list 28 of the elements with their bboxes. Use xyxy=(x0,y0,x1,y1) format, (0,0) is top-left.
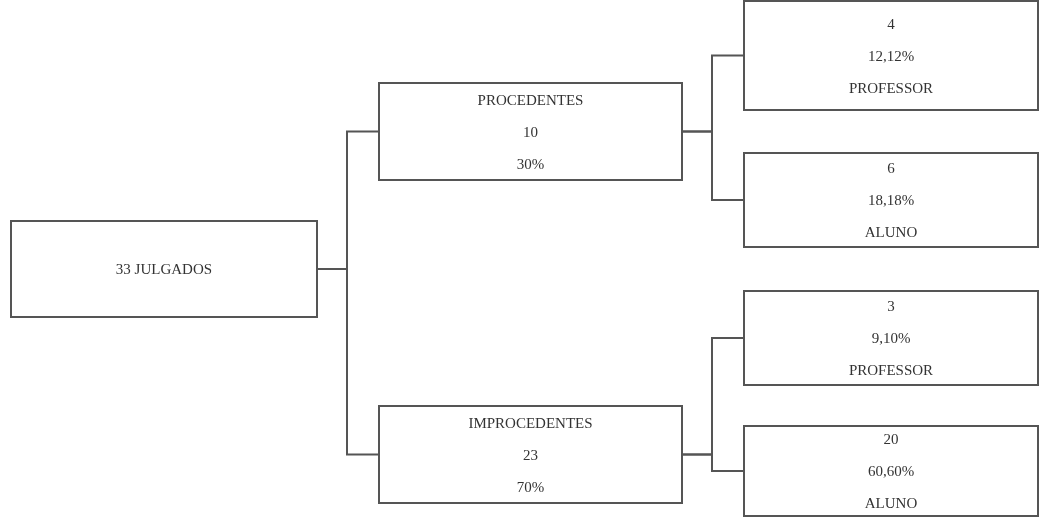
box-text: 6 xyxy=(887,159,895,177)
box-text: 18,18% xyxy=(867,191,915,209)
box-text: 3 xyxy=(887,297,895,315)
connector-line xyxy=(682,130,744,201)
tree-box xyxy=(10,220,318,318)
tree-box xyxy=(743,152,1039,248)
connector-line xyxy=(682,453,744,472)
box-text: 4 xyxy=(887,14,895,33)
box-text: PROFESSOR xyxy=(848,361,934,379)
box-text: PROCEDENTES xyxy=(477,90,584,109)
box-text: IMPROCEDENTES xyxy=(468,413,593,432)
box-text: 33 JULGADOS xyxy=(115,260,213,278)
tree-box xyxy=(378,82,683,181)
tree-box xyxy=(743,0,1039,111)
box-text: 20 xyxy=(883,430,899,448)
box-text: 23 xyxy=(523,445,538,464)
box-text: 10 xyxy=(523,122,538,141)
box-text: ALUNO xyxy=(864,494,918,512)
tree-box xyxy=(378,405,683,504)
box-text: 9,10% xyxy=(871,329,911,347)
tree-box xyxy=(743,290,1039,386)
box-text: ALUNO xyxy=(864,223,918,241)
box-text: 30% xyxy=(516,154,545,173)
box-text: 60,60% xyxy=(867,462,915,480)
box-text: PROFESSOR xyxy=(848,78,934,97)
tree-box xyxy=(743,425,1039,517)
box-text: 70% xyxy=(516,477,545,496)
box-text: 12,12% xyxy=(867,46,915,65)
